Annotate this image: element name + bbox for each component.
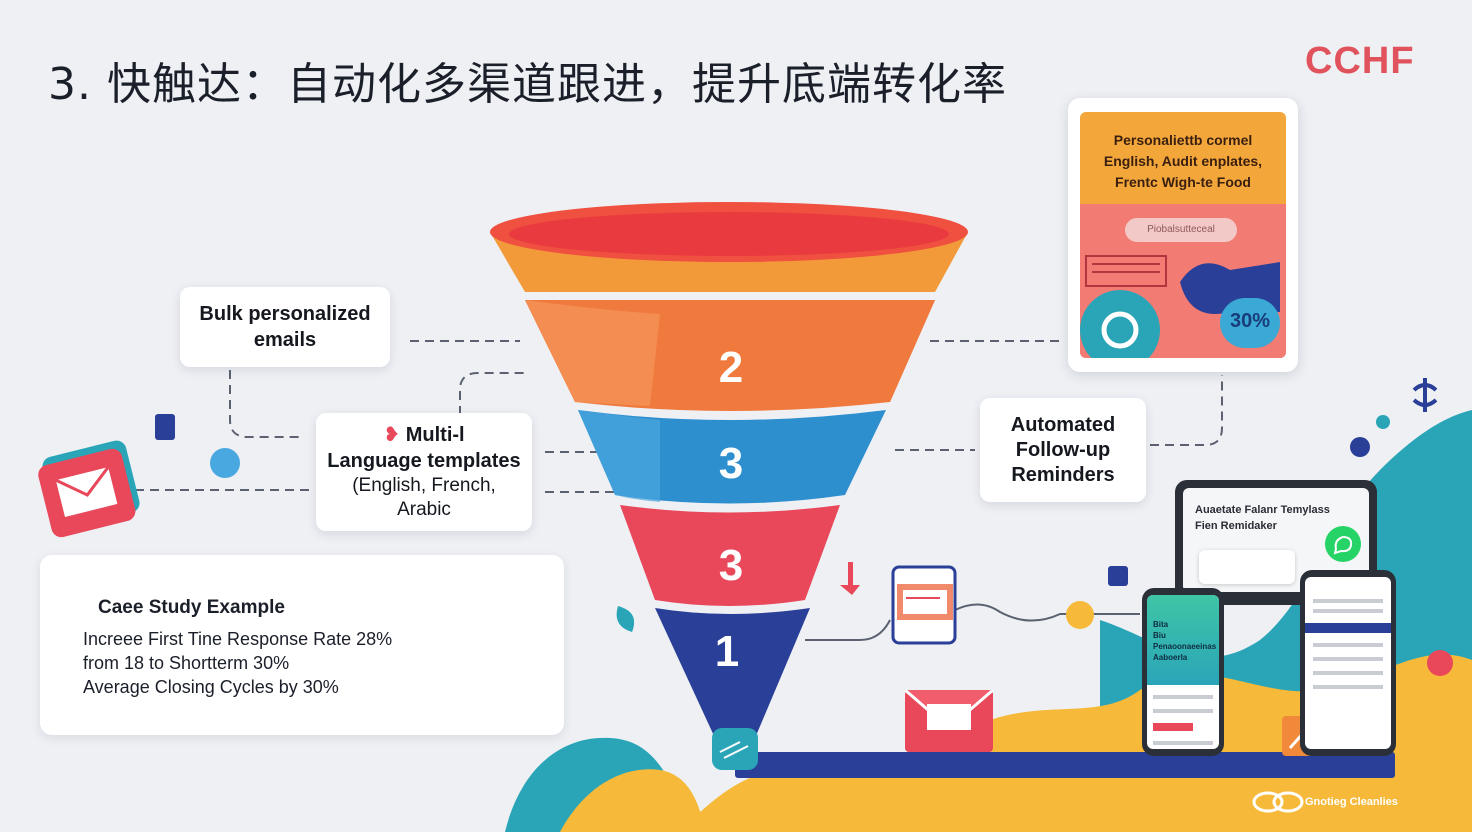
funnel-graphic [490,202,968,770]
card-auto-line1: Automated [1010,413,1116,436]
phone-right-row [1313,643,1383,647]
phone-left-row [1153,695,1213,699]
funnel-stage-2-label: 2 [719,343,743,392]
promo-text: Personaliettb cormel English, Audit enpl… [1080,130,1286,193]
whatsapp-icon [1325,526,1361,562]
footer-logo-icon [1252,791,1304,813]
hand-pointer-icon [840,562,860,595]
leaf-icon [616,606,635,632]
promo-percent-badge: 30% [1220,298,1280,348]
card-multi-line2: Language templates [327,450,521,472]
tablet-line: Auaetate Falanr Temylass [1195,504,1330,516]
dot-blue-left [210,448,240,478]
pin-icon: ❥ [383,424,401,446]
funnel-spout [712,728,758,770]
case-study-line: Average Closing Cycles by 30% [83,677,339,697]
dot-navy-right [1350,437,1370,457]
promo-card-inner: Personaliettb cormel English, Audit enpl… [1080,112,1286,358]
dot-yellow-mid [1066,601,1094,629]
connector-solid [805,619,891,641]
phone-left-row [1153,741,1213,745]
card-automated-reminders: Automated Follow-up Reminders [980,398,1146,502]
chat-icon [1101,311,1139,349]
promo-card: Personaliettb cormel English, Audit enpl… [1068,98,1298,372]
card-multi-line1: ❥ Multi-l [383,422,464,448]
footer-brand-text: Gnotieg Cleanlies [1305,796,1398,808]
phone-left-header-text: Bita [1153,620,1169,629]
badge-icon-right [1108,566,1128,586]
card-auto-line2: Follow-up [1015,438,1111,461]
phone-left-row [1153,723,1193,731]
funnel-stage-1 [655,608,810,742]
dot-teal-right [1376,415,1390,429]
card-multi-line3: (English, French, [352,475,496,496]
card-multi-heading: Multi-l [405,424,465,446]
sync-icon [1412,378,1438,412]
promo-pill: Piobalsutteceal [1125,218,1237,242]
envelope-icon-bottom [904,688,994,752]
phone-right-row [1313,657,1383,661]
dot-red-right [1427,650,1453,676]
case-study-title: Caee Study Example [98,597,285,618]
page-title: 3. 快触达：自动化多渠道跟进，提升底端转化率 [48,59,1007,110]
bg-blob-yellow-right [680,654,1472,832]
promo-line: English, Audit enplates, [1103,153,1263,169]
phone-right [1300,570,1396,756]
connector-lines [135,340,1223,493]
mail-icon-middle [891,565,957,645]
tablet-message-bubble [1199,550,1295,584]
email-icon-left [38,440,140,538]
phone-right-bar [1305,623,1391,633]
card-multi-line4: Arabic [397,499,451,520]
card-bulk-line1: Bulk personalized [199,303,371,325]
phone-left-header: Bita Biu Penaoonaeeinas Aaboerla [1147,595,1219,685]
phone-left-row [1153,709,1213,713]
promo-line: Frentc Wigh-te Food [1115,174,1251,190]
card-multi-language: ❥ Multi-l Language templates (English, F… [316,413,532,531]
phone-right-row [1313,599,1383,603]
case-study-lines: Increee First Tine Response Rate 28% fro… [83,627,392,699]
tablet-title: Auaetate Falanr Temylass Fien Remidaker [1195,502,1330,534]
phone-left-screen: Bita Biu Penaoonaeeinas Aaboerla [1147,595,1219,749]
phone-right-row [1313,685,1383,689]
tablet-line: Fien Remidaker [1195,520,1277,532]
card-auto-line3: Reminders [1011,463,1115,486]
phone-left-line1: Biu Penaoonaeeinas [1153,631,1217,651]
phone-right-row [1313,671,1383,675]
case-study-line: from 18 to Shortterm 30% [83,653,290,673]
case-study-panel: Caee Study Example Increee First Tine Re… [40,555,564,735]
phone-right-screen [1305,577,1391,749]
card-bulk-emails: Bulk personalized emails [180,287,390,367]
platform-bar [735,752,1395,778]
funnel-stage-3-red-label: 3 [719,541,743,590]
connector-solid-right [954,603,1140,622]
funnel-stage-3-red [620,505,840,606]
funnel-stage-3-blue-label: 3 [719,439,743,488]
phone-right-row [1313,609,1383,613]
bg-blob-yellow-left [560,769,705,832]
case-study-line: Increee First Tine Response Rate 28% [83,629,393,649]
funnel-stage-1-label: 1 [715,627,739,676]
brand-logo: CCHF [1305,40,1415,82]
phone-left: Bita Biu Penaoonaeeinas Aaboerla [1142,588,1224,756]
card-bulk-line2: emails [253,329,317,351]
badge-icon-left [155,414,175,440]
promo-line: Personaliettb cormel [1113,132,1253,148]
phone-left-line2: Aaboerla [1153,653,1188,662]
